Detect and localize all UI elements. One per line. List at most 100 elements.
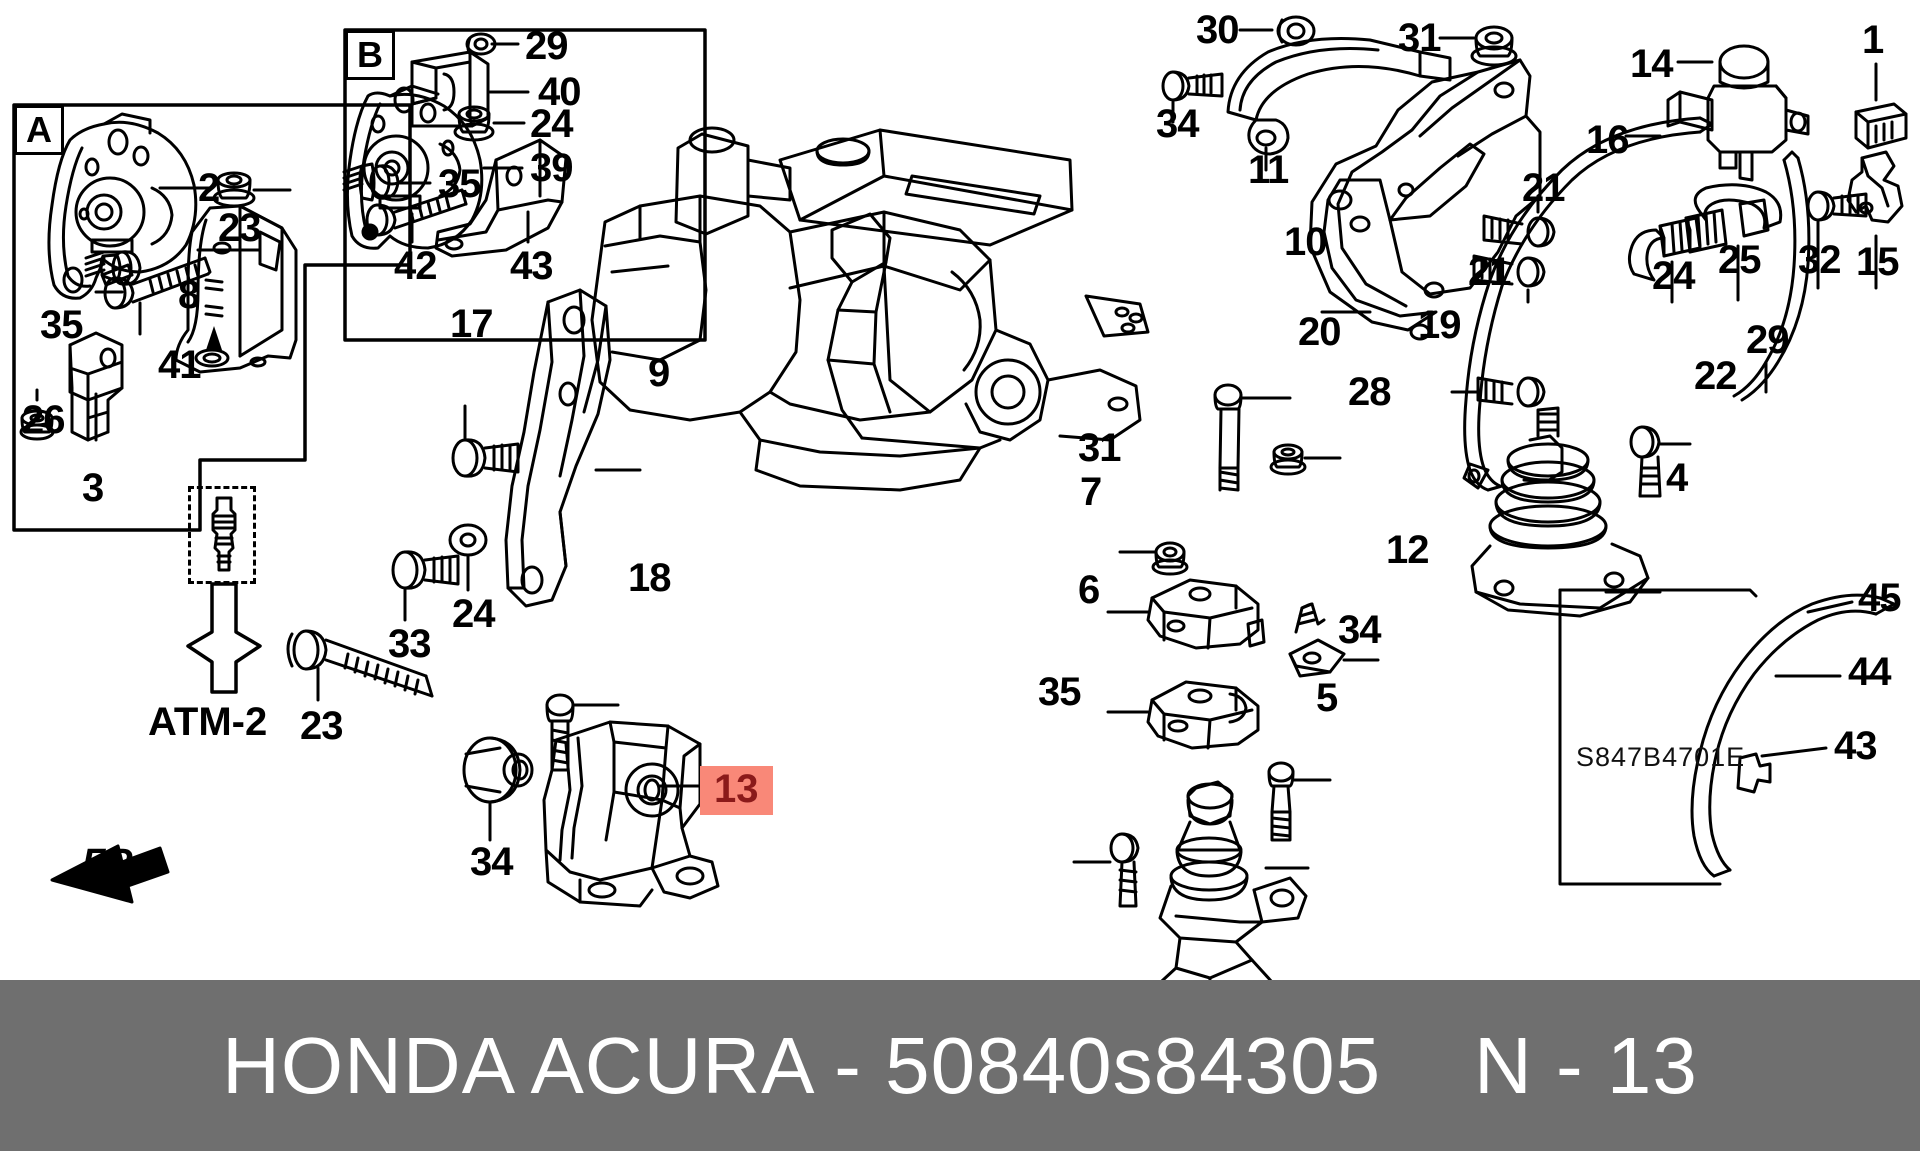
leader-lines bbox=[35, 28, 1878, 870]
callout-38: 34 bbox=[470, 840, 513, 884]
callout-13-highlighted[interactable]: 13 bbox=[700, 766, 773, 815]
inset-box-label-a: A bbox=[14, 105, 64, 155]
part-22-bolt bbox=[1629, 425, 1662, 498]
callout-16: 16 bbox=[1586, 118, 1629, 162]
callout-7: 7 bbox=[1080, 470, 1102, 514]
part-6-block bbox=[1146, 680, 1260, 750]
callout-5: 5 bbox=[1316, 676, 1338, 720]
parts-44-45-46-hose bbox=[1558, 588, 1896, 886]
part-31-nut-upper bbox=[1470, 25, 1518, 67]
part-42-bolt bbox=[365, 188, 468, 237]
callout-12: 12 bbox=[1386, 528, 1429, 572]
part-4-mount bbox=[1462, 406, 1650, 618]
callout-9: 9 bbox=[648, 351, 670, 395]
part-43-bracket bbox=[434, 138, 568, 258]
callout-33: 32 bbox=[1798, 238, 1841, 282]
callout-29-center: 28 bbox=[1348, 370, 1391, 414]
callout-35-a: 35 bbox=[40, 303, 83, 347]
part-31-nut-center bbox=[1151, 541, 1189, 576]
callout-3: 3 bbox=[82, 466, 104, 510]
part-24-nut-b bbox=[453, 105, 495, 142]
drawing-code: S847B4701E bbox=[1576, 742, 1746, 772]
part-24-nut-a bbox=[212, 171, 256, 208]
part-10-bracket bbox=[1308, 58, 1542, 341]
callout-29-b: 29 bbox=[525, 24, 568, 68]
callout-43: 43 bbox=[510, 244, 553, 288]
callout-36: 33 bbox=[388, 622, 431, 666]
callout-2: 2 bbox=[198, 166, 220, 210]
callout-30: 30 bbox=[1196, 8, 1239, 52]
part-25-washer bbox=[448, 523, 488, 557]
part-18-bolt bbox=[545, 693, 575, 772]
callout-31-center: 31 bbox=[1078, 426, 1121, 470]
atm2-dashed-outline bbox=[188, 486, 256, 584]
footer-text: HONDA ACURA - 50840s84305 N - 13 bbox=[222, 1020, 1698, 1110]
part-2-mount bbox=[47, 112, 198, 300]
callout-25: 24 bbox=[452, 592, 495, 636]
callout-6: 6 bbox=[1078, 568, 1100, 612]
part-35-bolt-b bbox=[342, 162, 400, 202]
callout-42: 42 bbox=[394, 244, 437, 288]
callout-15: 15 bbox=[1856, 240, 1899, 284]
part-36-bolt bbox=[391, 550, 460, 590]
part-21-bolt-upper bbox=[1482, 214, 1556, 248]
callout-31-upper: 31 bbox=[1398, 16, 1441, 60]
part-20-bolt bbox=[1213, 383, 1243, 492]
callout-27: 25 bbox=[1718, 238, 1761, 282]
callout-21-upper: 21 bbox=[1522, 166, 1565, 210]
part-29-nut-center bbox=[1269, 443, 1307, 476]
callout-39: 34 bbox=[1338, 608, 1381, 652]
callout-4: 4 bbox=[1666, 456, 1688, 500]
part-14-valve bbox=[1666, 44, 1810, 182]
part-30-nut bbox=[1276, 15, 1316, 47]
callout-34-upper: 34 bbox=[1156, 102, 1199, 146]
engine-assembly bbox=[590, 126, 1150, 492]
callout-34-bottom: 35 bbox=[1038, 670, 1081, 714]
part-1-grommet bbox=[1854, 102, 1908, 150]
part-13-mount bbox=[542, 720, 720, 908]
callout-17: 17 bbox=[450, 302, 493, 346]
callout-18: 18 bbox=[628, 556, 671, 600]
part-27-clamp bbox=[1684, 183, 1783, 254]
front-direction-arrow bbox=[50, 844, 170, 904]
callout-41: 40 bbox=[538, 70, 581, 114]
part-21-bolt-lower bbox=[1472, 254, 1546, 288]
part-19-bolt bbox=[1476, 376, 1546, 408]
inset-box-label-b: B bbox=[345, 30, 395, 80]
callout-1: 1 bbox=[1862, 18, 1884, 62]
callout-44: 43 bbox=[1834, 724, 1877, 768]
callout-24-b: 24 bbox=[530, 102, 573, 146]
callout-21-lower: 21 bbox=[1468, 250, 1511, 294]
inset-box-a-frame bbox=[12, 103, 412, 532]
part-8-bracket bbox=[174, 204, 298, 374]
part-7-block bbox=[1146, 578, 1266, 650]
part-37-bolt bbox=[103, 256, 212, 310]
atm2-reference-label: ATM-2 bbox=[148, 700, 268, 744]
callout-45: 44 bbox=[1848, 650, 1891, 694]
part-17-bolt bbox=[451, 438, 520, 478]
callout-11: 11 bbox=[1248, 148, 1289, 192]
callout-23: 23 bbox=[300, 704, 343, 748]
callout-20: 20 bbox=[1298, 310, 1341, 354]
footer-bar: HONDA ACURA - 50840s84305 N - 13 bbox=[0, 980, 1920, 1151]
callout-40: 39 bbox=[530, 146, 573, 190]
part-38-bushing bbox=[462, 736, 534, 804]
callout-26: 24 bbox=[1652, 254, 1695, 298]
part-9-bracket bbox=[504, 288, 612, 608]
callout-14: 14 bbox=[1630, 42, 1673, 86]
part-39-pin bbox=[1267, 761, 1295, 842]
callout-10: 10 bbox=[1284, 220, 1327, 264]
callout-8: 8 bbox=[178, 273, 200, 317]
callout-37: 41 bbox=[158, 343, 201, 387]
atm2-arrow bbox=[186, 582, 262, 694]
part-33-bolt bbox=[1806, 190, 1868, 222]
callout-22: 22 bbox=[1694, 354, 1737, 398]
atm2-stud bbox=[211, 496, 237, 572]
callout-19: 19 bbox=[1418, 303, 1461, 347]
part-34-bolt-upper bbox=[1161, 70, 1224, 102]
part-23-bolt bbox=[286, 629, 434, 698]
part-34-bolt-bottom bbox=[1109, 832, 1140, 908]
part-16-hose bbox=[1463, 116, 1714, 492]
part-28-nut bbox=[19, 409, 55, 441]
